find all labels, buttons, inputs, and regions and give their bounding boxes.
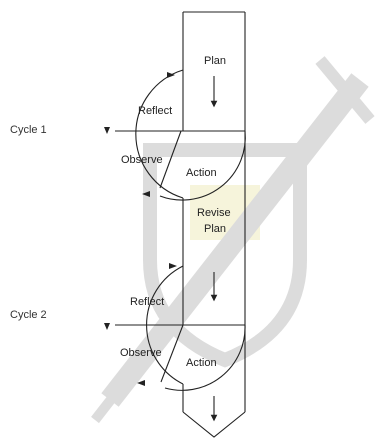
cycle-2-lower-arc	[164, 324, 246, 391]
cycle-1-observe-label: Observe	[121, 154, 163, 166]
cycle-2-bottom-point	[182, 411, 246, 438]
cycle-2: Cycle 2 Reflect Observe Action	[10, 263, 246, 438]
cycle-2-arrow-bottom-icon	[137, 380, 145, 386]
cycle-2-action-label: Action	[186, 357, 217, 369]
watermark-shield	[143, 143, 307, 368]
cycle-2-reflect-label: Reflect	[130, 296, 164, 308]
cycle-2-observe-label: Observe	[120, 347, 162, 359]
cycle-2-arrow-left-icon	[104, 323, 110, 330]
watermark	[91, 56, 375, 424]
cycle-1-circle-arc	[135, 69, 184, 199]
watermark-sword-blade	[101, 73, 369, 407]
cycle-1-lower-arc	[159, 130, 246, 201]
cycle-2-arrow-top-icon	[169, 263, 177, 269]
cycle-1-plan-label: Plan	[204, 55, 226, 67]
cycle-1-arrow-bottom-icon	[142, 191, 150, 197]
cycle-2-diagonal	[160, 324, 184, 383]
cycle-1-diagonal	[159, 130, 182, 189]
revise-plan-column: Revise Plan	[182, 131, 246, 325]
revise-plan-label-line2: Plan	[204, 223, 226, 235]
cycle-1: Cycle 1 Plan Reflect Observe Action	[10, 11, 246, 201]
watermark-sword-tip	[91, 371, 134, 424]
cycle-1-label: Cycle 1	[10, 124, 47, 136]
cycle-1-arrow-top-icon	[167, 72, 175, 78]
cycle-1-action-label: Action	[186, 167, 217, 179]
cycle-1-reflect-label: Reflect	[138, 105, 172, 117]
cycle-2-label: Cycle 2	[10, 309, 47, 321]
cycle-1-arrow-left-icon	[104, 127, 110, 134]
revise-plan-label-line1: Revise	[197, 207, 231, 219]
watermark-sword-guard	[315, 56, 375, 124]
